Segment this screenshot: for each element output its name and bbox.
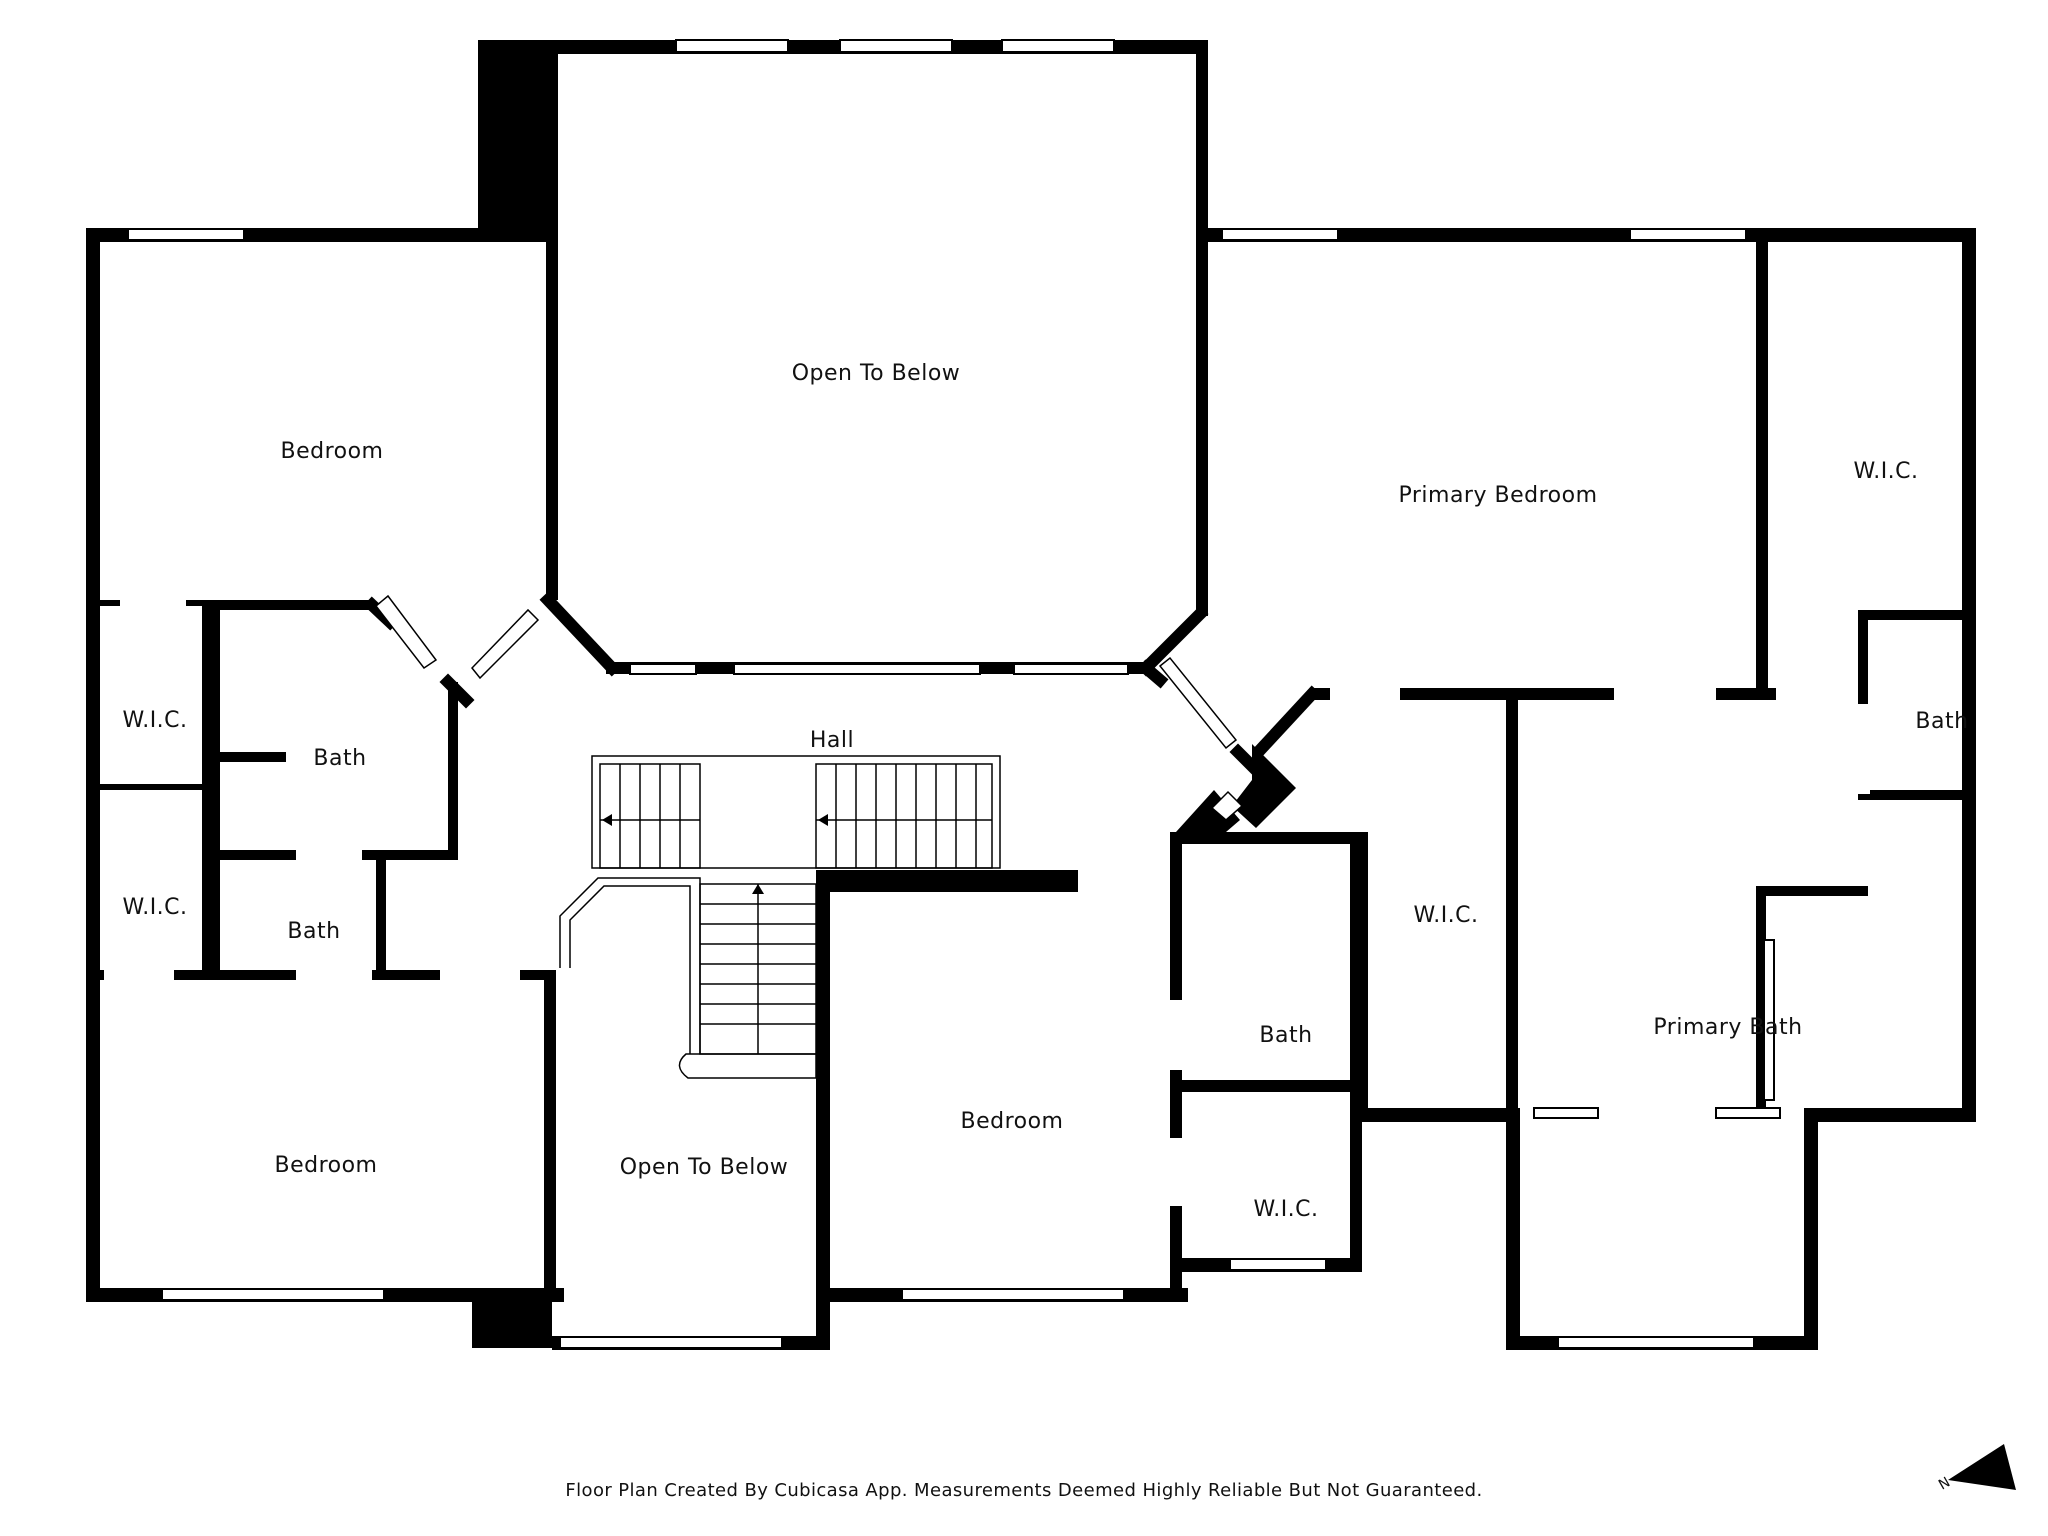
- stair-arrows: [602, 814, 828, 894]
- stair-corner-wall: [1232, 744, 1296, 828]
- room-label-wic-center-east: W.I.C.: [1413, 903, 1478, 928]
- staircase: [559, 755, 1001, 1079]
- room-label-open-to-below-top: Open To Below: [792, 361, 961, 386]
- windows: [127, 39, 1781, 1349]
- room-label-wic-ne: W.I.C.: [1853, 459, 1918, 484]
- door-openings: [104, 598, 1870, 1206]
- room-label-bedroom-sw: Bedroom: [274, 1153, 377, 1178]
- room-label-bedroom-south: Bedroom: [960, 1109, 1063, 1134]
- room-label-bath-west-lower: Bath: [287, 919, 340, 944]
- room-label-wic-west-upper: W.I.C.: [122, 708, 187, 733]
- room-label-bath-center: Bath: [1259, 1023, 1312, 1048]
- door-panels: [374, 594, 1244, 821]
- stair-landing-wall: [822, 870, 1078, 892]
- room-label-hall: Hall: [810, 728, 854, 753]
- room-label-bedroom-nw: Bedroom: [280, 439, 383, 464]
- room-label-primary-bedroom: Primary Bedroom: [1398, 483, 1597, 508]
- closet-corner-wall: [1176, 790, 1240, 832]
- room-label-wic-west-lower: W.I.C.: [122, 895, 187, 920]
- room-label-bath-west-upper: Bath: [313, 746, 366, 771]
- room-label-open-to-below-bottom: Open To Below: [620, 1155, 789, 1180]
- disclaimer-footer: Floor Plan Created By Cubicasa App. Meas…: [565, 1480, 1483, 1501]
- room-label-wic-center-south: W.I.C.: [1253, 1197, 1318, 1222]
- room-label-primary-bath: Primary Bath: [1653, 1015, 1802, 1040]
- room-label-bath-east-small: Bath: [1915, 709, 1968, 734]
